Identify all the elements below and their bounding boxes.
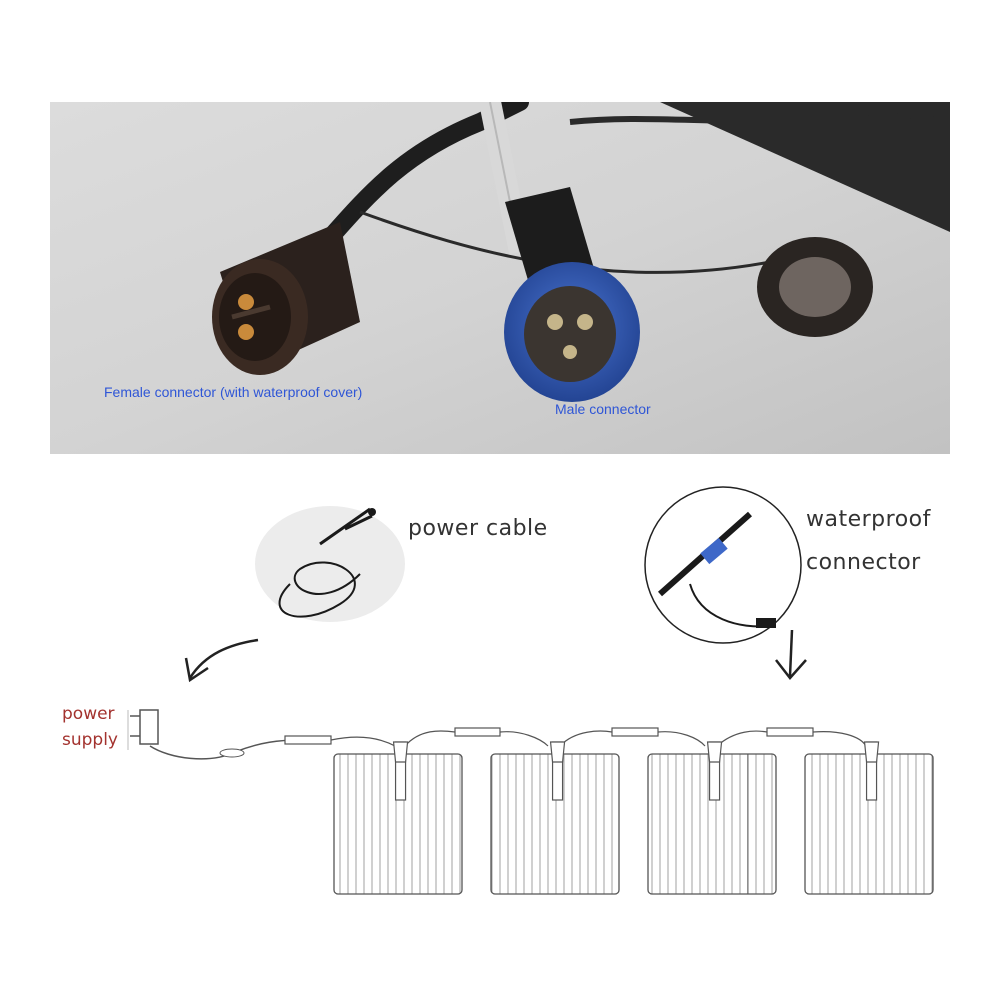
waterproof-label-line1: waterproof [806, 507, 931, 532]
waterproof-label-line2: connector [806, 550, 921, 575]
waterproof-connector-thumbnail [644, 486, 802, 644]
male-connector-label: Male connector [555, 401, 651, 417]
arrow-left-icon [188, 638, 259, 679]
male-connector [504, 187, 640, 402]
heating-pad [333, 741, 463, 895]
connector-photo [50, 102, 950, 454]
power-supply-plug [127, 709, 159, 750]
connector-chain [284, 727, 867, 747]
heating-pad [647, 741, 777, 895]
power-supply-label-line2: supply [62, 730, 118, 750]
power-cable-label: power cable [408, 516, 548, 541]
arrow-down-icon [788, 629, 794, 677]
female-connector [212, 222, 360, 375]
power-supply-label-line1: power [62, 704, 115, 724]
wiring-diagram [127, 486, 934, 895]
background-device [660, 102, 950, 232]
heating-pad [804, 741, 934, 895]
female-connector-label: Female connector (with waterproof cover) [104, 384, 363, 400]
power-cable-thumbnail [255, 506, 405, 622]
heating-pad [490, 741, 620, 895]
waterproof-cover [757, 237, 873, 337]
